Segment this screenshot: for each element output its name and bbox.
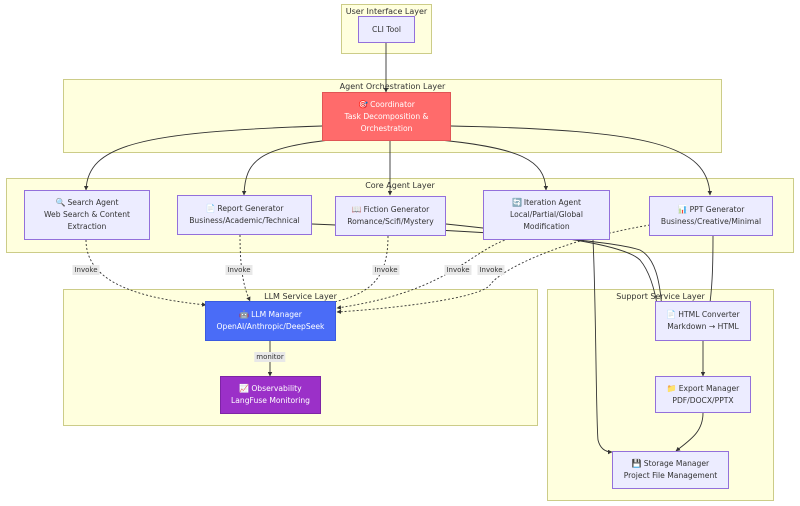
node-sublabel: Romance/Scifi/Mystery (347, 217, 434, 226)
edge-label-invoke: Invoke (225, 265, 253, 275)
node-sublabel: Extraction (67, 222, 107, 231)
node-sublabel: Business/Creative/Minimal (660, 217, 762, 226)
document-icon: 📄 (205, 204, 216, 213)
floppy-disk-icon: 💾 (631, 459, 642, 468)
node-iteration-agent[interactable]: 🔄Iteration Agent Local/Partial/Global Mo… (483, 190, 610, 240)
layer-user-interface: User Interface Layer (341, 4, 432, 54)
node-ppt-generator[interactable]: 📊PPT Generator Business/Creative/Minimal (649, 196, 773, 236)
node-label: HTML Converter (678, 310, 740, 319)
edge-iteration-storage (592, 239, 613, 455)
edge-label-invoke: Invoke (477, 265, 505, 275)
edge-label-invoke: Invoke (444, 265, 472, 275)
node-sublabel: Orchestration (360, 123, 413, 133)
node-sublabel: PDF/DOCX/PPTX (672, 395, 734, 405)
edge-coordinator-report (241, 139, 331, 196)
edge-coordinator-search (83, 125, 323, 191)
layer-title: User Interface Layer (345, 7, 428, 16)
edge-label-invoke: Invoke (372, 265, 400, 275)
node-observability[interactable]: 📈Observability LangFuse Monitoring (220, 376, 321, 414)
robot-icon: 🤖 (239, 310, 250, 319)
refresh-icon: 🔄 (511, 198, 522, 207)
node-label: PPT Generator (689, 205, 745, 214)
document-icon: 📄 (666, 310, 677, 319)
node-sublabel: Business/Academic/Technical (189, 216, 300, 225)
edge-fiction-llm (324, 235, 389, 306)
chart-up-icon: 📈 (239, 384, 250, 393)
layer-title: Agent Orchestration Layer (339, 82, 446, 91)
node-label: Report Generator (217, 204, 284, 213)
node-sublabel: Web Search & Content (43, 210, 130, 219)
node-sublabel: Local/Partial/Global (510, 210, 583, 219)
node-sublabel: LangFuse Monitoring (231, 396, 310, 405)
target-icon: 🎯 (358, 99, 369, 109)
node-label: Observability (251, 384, 302, 393)
node-label: LLM Manager (251, 310, 302, 319)
node-export-manager[interactable]: 📁Export Manager PDF/DOCX/PPTX (655, 376, 751, 413)
node-sublabel: Project File Management (623, 471, 718, 480)
folder-icon: 📁 (666, 383, 677, 393)
node-sublabel: Task Decomposition & (344, 111, 429, 121)
book-icon: 📖 (351, 205, 362, 214)
node-llm-manager[interactable]: 🤖LLM Manager OpenAI/Anthropic/DeepSeek (205, 301, 336, 341)
node-coordinator[interactable]: 🎯Coordinator Task Decomposition & Orches… (322, 92, 451, 141)
bar-chart-icon: 📊 (677, 205, 688, 214)
search-icon: 🔍 (55, 198, 66, 207)
node-storage-manager[interactable]: 💾Storage Manager Project File Management (612, 451, 729, 489)
edge-coordinator-iteration (439, 139, 549, 191)
node-sublabel: OpenAI/Anthropic/DeepSeek (216, 322, 325, 331)
edge-search-llm (85, 239, 207, 307)
layer-title: Core Agent Layer (365, 181, 435, 190)
node-search-agent[interactable]: 🔍Search Agent Web Search & Content Extra… (24, 190, 150, 240)
node-label: CLI Tool (372, 24, 401, 34)
node-fiction-generator[interactable]: 📖Fiction Generator Romance/Scifi/Mystery (335, 196, 446, 236)
node-sublabel: Markdown → HTML (667, 322, 739, 331)
node-label: Storage Manager (643, 459, 710, 468)
node-html-converter[interactable]: 📄HTML Converter Markdown → HTML (655, 301, 751, 341)
edge-export-storage (675, 412, 704, 452)
edge-coordinator-ppt (450, 125, 713, 196)
node-label: Export Manager (678, 383, 740, 393)
node-report-generator[interactable]: 📄Report Generator Business/Academic/Tech… (177, 195, 312, 235)
edge-ppt-llm (336, 224, 651, 314)
node-label: Coordinator (370, 99, 415, 109)
layer-title: LLM Service Layer (264, 292, 337, 301)
edge-ppt-html (707, 235, 714, 311)
node-label: Iteration Agent (523, 198, 582, 207)
node-label: Fiction Generator (363, 205, 430, 214)
edge-label-monitor: monitor (254, 352, 286, 362)
node-label: Search Agent (67, 198, 119, 207)
edge-label-invoke: Invoke (72, 265, 100, 275)
node-cli-tool[interactable]: CLI Tool (358, 16, 415, 43)
node-sublabel: Modification (523, 222, 570, 231)
